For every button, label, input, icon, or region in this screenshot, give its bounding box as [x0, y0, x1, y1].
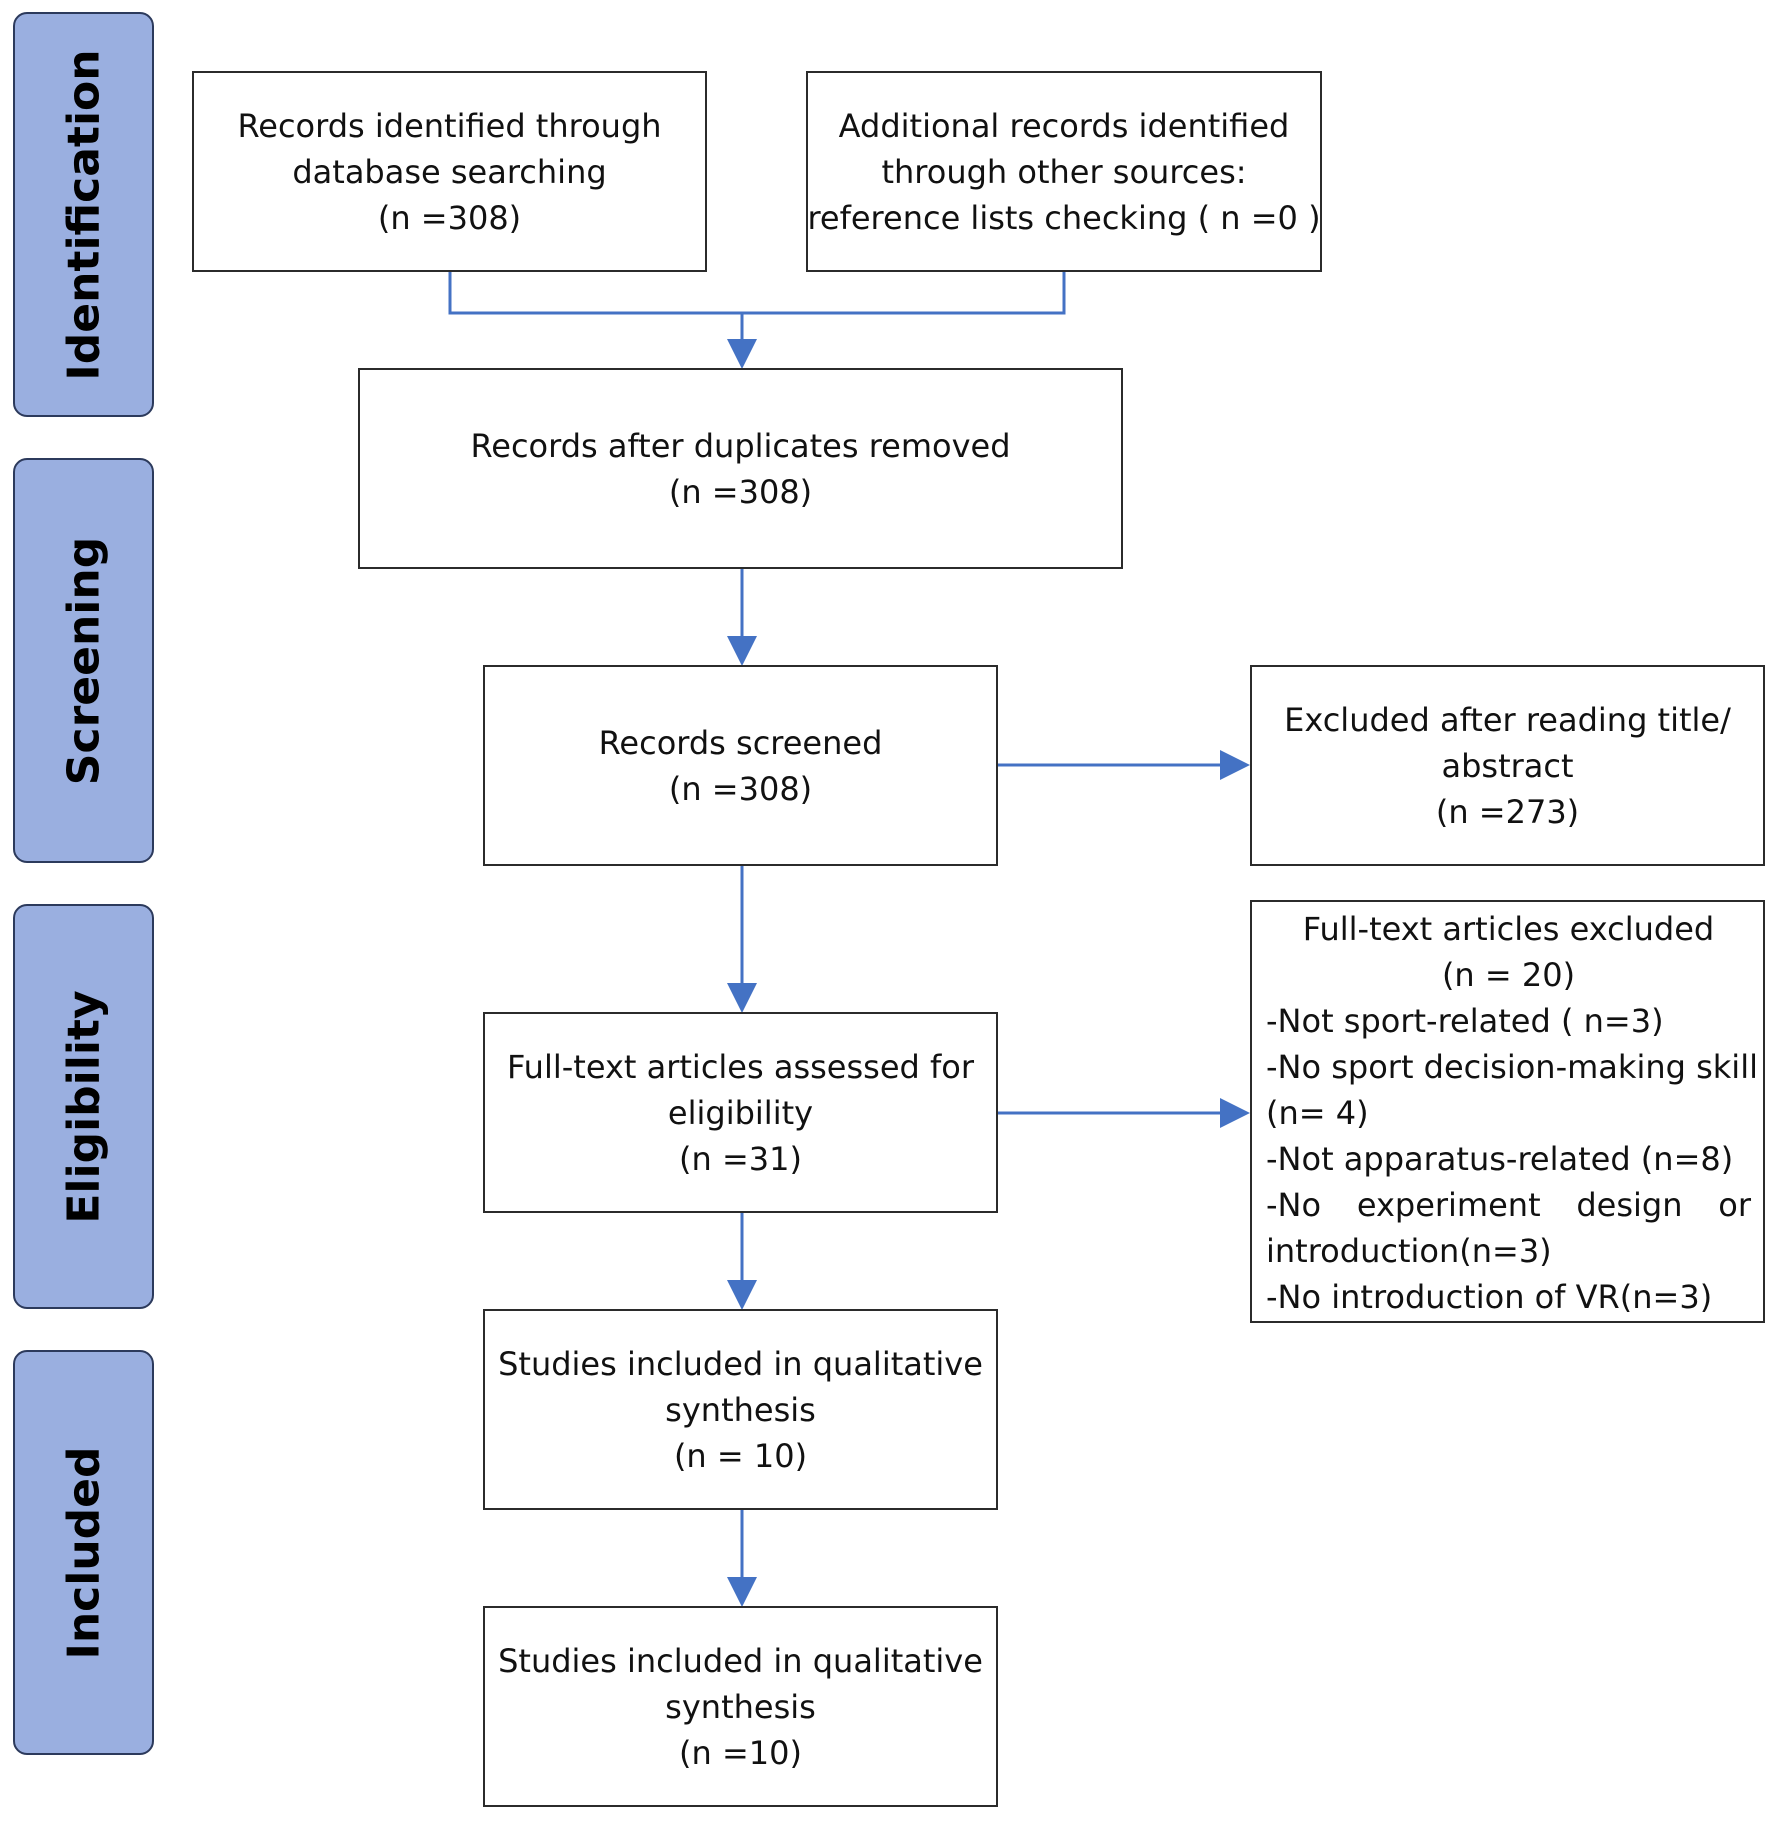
box-screened-line-2: (n =308): [668, 769, 813, 808]
box-fulltext-line-3: (n =31): [679, 1139, 802, 1178]
box-other-sources-line-3: reference lists checking ( n =0 ): [807, 198, 1321, 237]
exclusion-reason: -No experiment design or: [1266, 1186, 1751, 1224]
box-qualitative-2-line-1: Studies included in qualitative: [498, 1641, 983, 1680]
exclusion-reason: introduction(n=3): [1266, 1232, 1552, 1270]
box-excluded-title-line-3: (n =273): [1435, 792, 1580, 831]
exclusion-reason: (n= 4): [1266, 1094, 1369, 1132]
box-qualitative-1-line-1: Studies included in qualitative: [498, 1344, 983, 1383]
exclusion-reason: -Not sport-related ( n=3): [1266, 1002, 1664, 1040]
box-duplicates-line-1: Records after duplicates removed: [470, 426, 1011, 465]
box-database-searching: Records identified through database sear…: [192, 71, 707, 272]
box-fulltext-line-2: eligibility: [667, 1093, 814, 1132]
box-qualitative-synthesis-1: Studies included in qualitative synthesi…: [483, 1309, 998, 1510]
box-excluded-title-line-2: abstract: [1441, 746, 1574, 785]
phase-screening: Screening: [13, 458, 154, 863]
phase-eligibility: Eligibility: [13, 904, 154, 1309]
box-excluded-title-abstract: Excluded after reading title/ abstract (…: [1250, 665, 1765, 866]
box-fulltext-assessed: Full-text articles assessed for eligibil…: [483, 1012, 998, 1213]
phase-identification: Identification: [13, 12, 154, 417]
box-database-line-1: Records identified through: [237, 106, 662, 145]
merge-connector: [448, 272, 1066, 315]
box-qualitative-2-line-2: synthesis: [665, 1687, 816, 1726]
box-screened-line-1: Records screened: [598, 723, 883, 762]
box-other-sources-line-1: Additional records identified: [838, 106, 1290, 145]
box-other-sources-line-2: through other sources:: [881, 152, 1247, 191]
exclusion-reason: -No introduction of VR(n=3): [1266, 1278, 1713, 1316]
box-fulltext-excluded: Full-text articles excluded (n = 20) -No…: [1250, 900, 1765, 1323]
box-duplicates-removed: Records after duplicates removed (n =308…: [358, 368, 1123, 569]
box-database-line-3: (n =308): [377, 198, 522, 237]
phase-included: Included: [13, 1350, 154, 1755]
fulltext-excluded-count: (n = 20): [1441, 956, 1576, 994]
box-fulltext-line-1: Full-text articles assessed for: [507, 1047, 974, 1086]
box-other-sources: Additional records identified through ot…: [806, 71, 1322, 272]
box-qualitative-synthesis-2: Studies included in qualitative synthesi…: [483, 1606, 998, 1807]
box-qualitative-1-line-2: synthesis: [665, 1390, 816, 1429]
exclusion-reason: -No sport decision-making skill: [1266, 1048, 1758, 1086]
exclusion-reason: -Not apparatus-related (n=8): [1266, 1140, 1734, 1178]
fulltext-excluded-heading: Full-text articles excluded: [1302, 910, 1715, 948]
box-qualitative-2-line-3: (n =10): [679, 1733, 802, 1772]
box-duplicates-line-2: (n =308): [668, 472, 813, 511]
box-qualitative-1-line-3: (n = 10): [673, 1436, 808, 1475]
box-database-line-2: database searching: [292, 152, 607, 191]
box-records-screened: Records screened (n =308): [483, 665, 998, 866]
box-excluded-title-line-1: Excluded after reading title/: [1284, 700, 1731, 739]
